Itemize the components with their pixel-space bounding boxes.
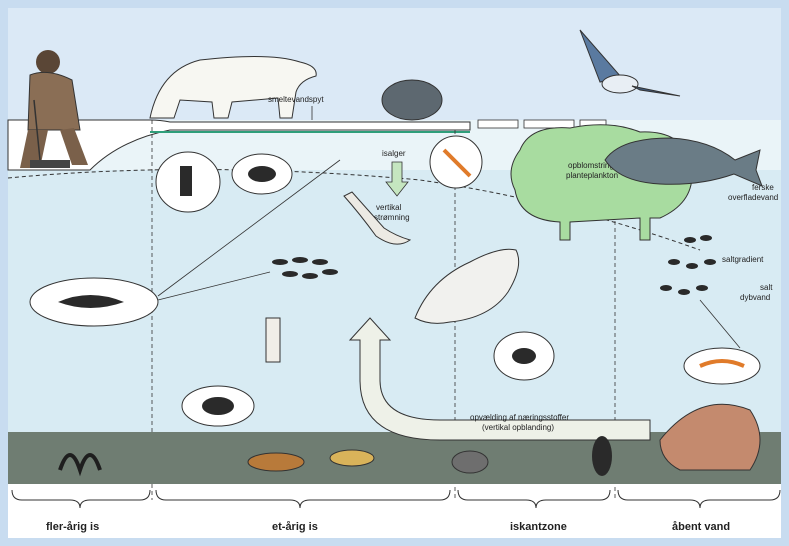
label-dybvand: dybvand: [740, 293, 770, 302]
label-ferske: ferske: [752, 183, 774, 192]
label-stromning: strømning: [374, 213, 410, 222]
label-vertikal: vertikal: [376, 203, 402, 212]
flatfish: [330, 450, 374, 466]
copepod-icon: [248, 166, 276, 182]
benthic-crustacean-icon: [202, 397, 234, 415]
label-saltgradient: saltgradient: [722, 255, 764, 264]
seal: [382, 80, 442, 120]
zone-label-et-aarig-is: et-årig is: [272, 521, 318, 533]
amphipod-icon: [180, 166, 192, 196]
sea-cucumber: [592, 436, 612, 476]
ice-floe: [478, 120, 518, 128]
krill-icon: [512, 348, 536, 364]
label-overfladevand: overfladevand: [728, 193, 778, 202]
sculpin-fish: [248, 453, 304, 471]
zone-label-fler-aarig-is: fler-årig is: [46, 521, 99, 533]
zone-label-iskantzone: iskantzone: [510, 521, 567, 533]
label-vertikal-opblanding: (vertikal opblanding): [482, 423, 554, 432]
label-planteplankton: planteplankton: [566, 171, 618, 180]
magnifier-shrimp-right: [684, 348, 760, 384]
squid: [266, 318, 280, 362]
label-smeltevandspyt: smeltevandspyt: [268, 95, 324, 104]
label-salt: salt: [760, 283, 773, 292]
label-isalger: isalger: [382, 149, 406, 158]
crab: [452, 451, 488, 473]
ice-floe: [524, 120, 574, 128]
zone-label-aabent-vand: åbent vand: [672, 521, 730, 533]
label-opvaelding: opvælding af næringsstoffer: [470, 413, 569, 422]
